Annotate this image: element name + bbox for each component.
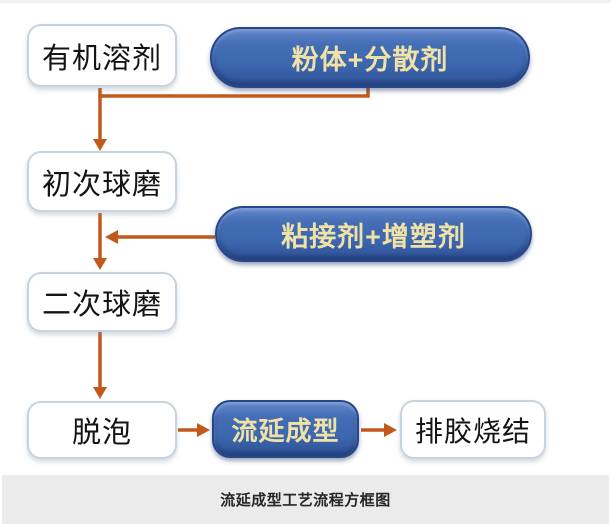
caption-bar: 流延成型工艺流程方框图 bbox=[2, 475, 609, 524]
top-divider bbox=[0, 0, 611, 3]
arrowhead-down-3 bbox=[93, 387, 107, 399]
node-first-ball-milling: 初次球磨 bbox=[27, 151, 177, 212]
arrowhead-right-1 bbox=[197, 423, 210, 437]
connector-powder-branch bbox=[100, 88, 370, 98]
node-debinding-sintering: 排胶烧结 bbox=[400, 400, 546, 459]
node-tape-casting: 流延成型 bbox=[212, 400, 359, 458]
diagram-caption: 流延成型工艺流程方框图 bbox=[220, 492, 391, 509]
arrowhead-left-1 bbox=[105, 230, 118, 244]
node-binder-plasticizer: 粘接剂+增塑剂 bbox=[215, 206, 532, 262]
node-organic-solvent: 有机溶剂 bbox=[27, 24, 177, 87]
arrowhead-down-2 bbox=[93, 258, 107, 270]
arrowhead-right-2 bbox=[384, 423, 397, 437]
node-second-ball-milling: 二次球磨 bbox=[27, 272, 177, 332]
arrowhead-down-1 bbox=[93, 139, 107, 151]
node-powder-dispersant: 粉体+分散剂 bbox=[210, 27, 530, 88]
node-defoaming: 脱泡 bbox=[27, 401, 177, 459]
